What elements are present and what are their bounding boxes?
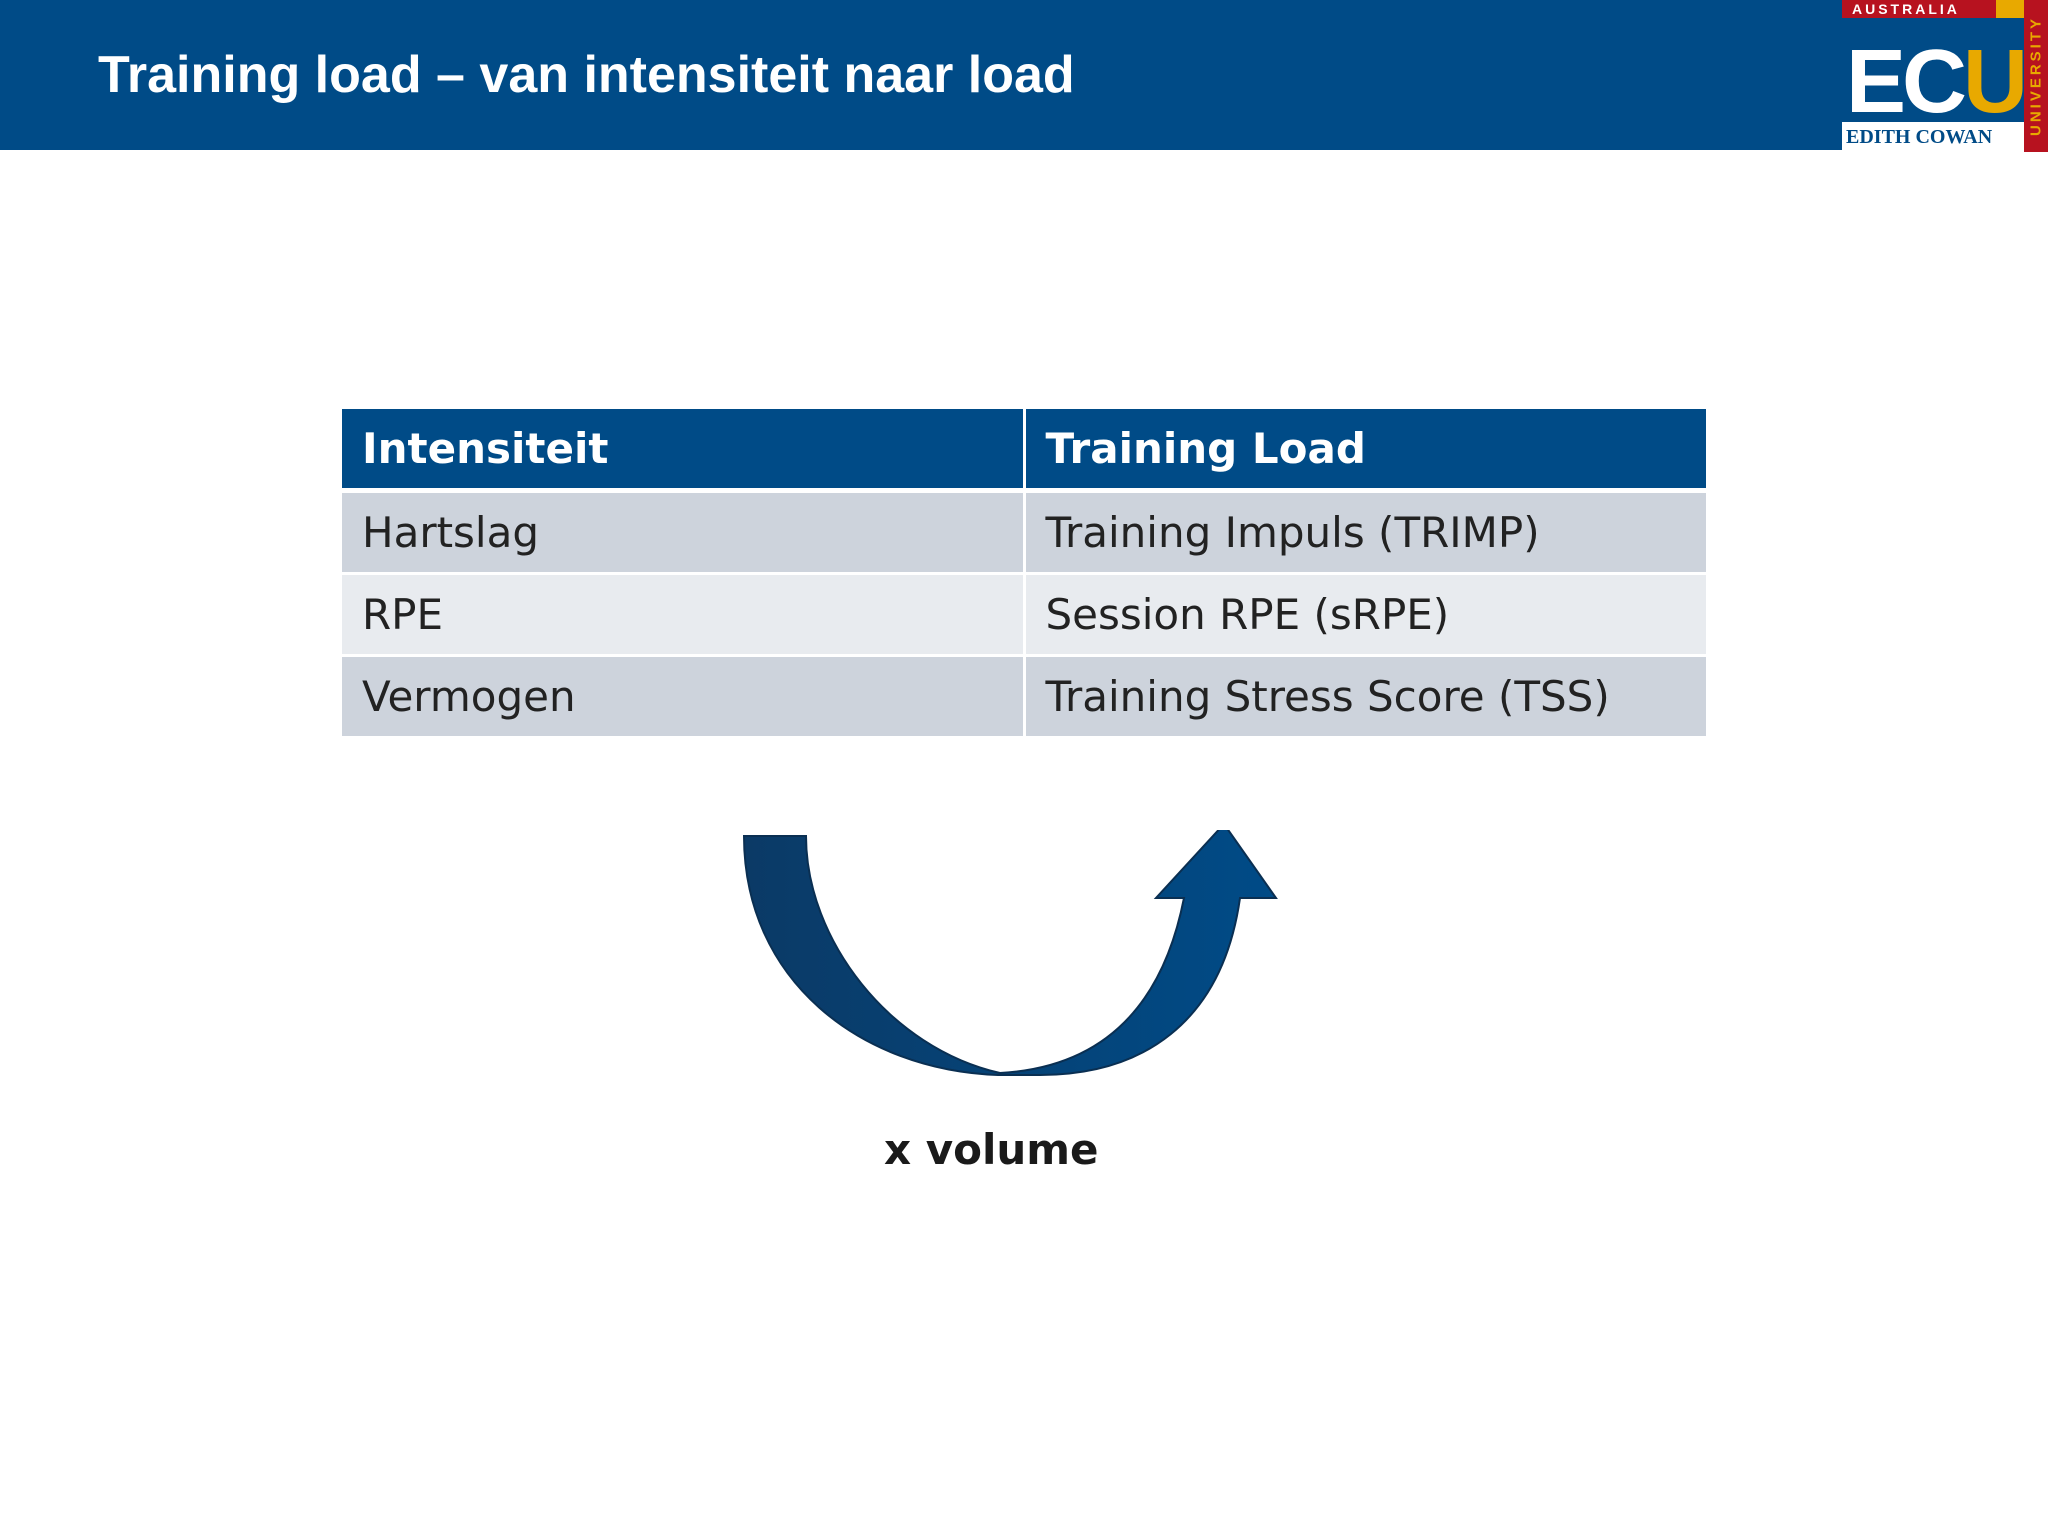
logo-side-band: UNIVERSITY	[2024, 0, 2048, 152]
slide-title: Training load – van intensiteit naar loa…	[98, 46, 1075, 104]
table-cell-intensity: Hartslag	[342, 490, 1026, 575]
curved-up-arrow-icon	[742, 830, 1278, 1076]
table-row: RPE Session RPE (sRPE)	[342, 573, 1706, 657]
logo-top-band: AUSTRALIA	[1842, 0, 2024, 18]
table-cell-load: Training Impuls (TRIMP)	[1024, 490, 1706, 575]
table-row: Vermogen Training Stress Score (TSS)	[342, 655, 1706, 736]
logo-letters: ECU	[1846, 32, 2028, 132]
table-cell-load: Session RPE (sRPE)	[1024, 573, 1706, 657]
table-row: Hartslag Training Impuls (TRIMP)	[342, 490, 1706, 575]
ecu-logo: AUSTRALIA ECU EDITH COWAN UNIVERSITY	[1842, 0, 2048, 152]
table-header-training-load: Training Load	[1024, 409, 1706, 493]
volume-label: x volume	[884, 1125, 1099, 1174]
intensity-load-table: Intensiteit Training Load Hartslag Train…	[342, 409, 1706, 736]
logo-bottom-text: EDITH COWAN	[1842, 122, 2024, 152]
logo-letter-u: U	[1963, 32, 2028, 132]
logo-gold-block	[1996, 0, 2024, 18]
table-cell-intensity: RPE	[342, 573, 1026, 657]
table-cell-load: Training Stress Score (TSS)	[1024, 655, 1706, 736]
table-cell-intensity: Vermogen	[342, 655, 1026, 736]
table-header-row: Intensiteit Training Load	[342, 409, 1706, 493]
logo-letters-ec: EC	[1846, 32, 1967, 132]
table-header-intensity: Intensiteit	[342, 409, 1026, 493]
logo-main-block: ECU	[1842, 18, 2028, 132]
logo-side-text: UNIVERSITY	[2027, 15, 2045, 137]
slide-header: Training load – van intensiteit naar loa…	[0, 0, 2048, 150]
